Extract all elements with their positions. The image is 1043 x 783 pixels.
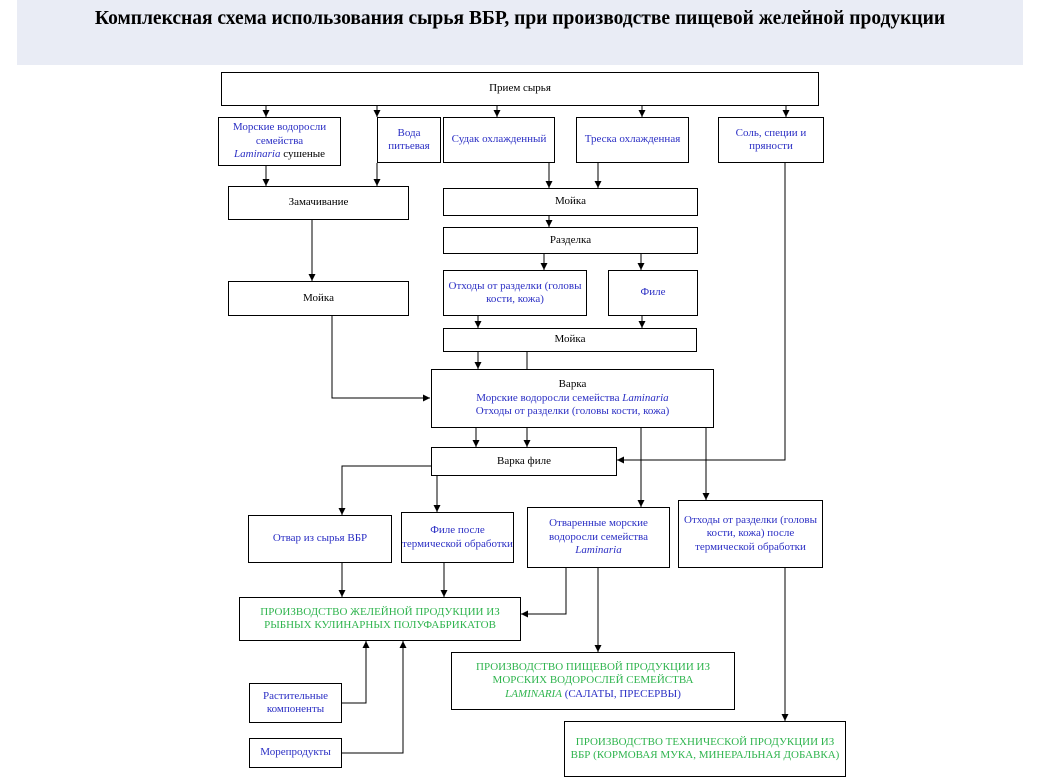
node-moyka-seaweed: Мойка	[228, 281, 409, 316]
node-othody-razdelki: Отходы от разделки (головы кости, кожа)	[443, 270, 587, 316]
node-moyka-fish: Мойка	[443, 188, 698, 216]
node-varka-file: Варка филе	[431, 447, 617, 476]
node-othody-after-heat: Отходы от разделки (головы кости, кожа) …	[678, 500, 823, 568]
arrow-salt-varkafile	[617, 163, 786, 464]
node-razdelka: Разделка	[443, 227, 698, 254]
node-priem-syrya: Прием сырья	[221, 72, 819, 106]
node-salt-spices: Соль, специи и пряности	[718, 117, 824, 163]
arrow-seafood-jelly	[342, 641, 407, 754]
node-plant-components: Растительные компоненты	[249, 683, 342, 723]
arrow-moyka-left-varka	[331, 316, 430, 402]
node-prod-technical: ПРОИЗВОДСТВО ТЕХНИЧЕСКОЙ ПРОДУКЦИИ ИЗ ВБ…	[564, 721, 846, 777]
node-seafood: Морепродукты	[249, 738, 342, 768]
arrow-varkafile-otvar	[338, 465, 431, 515]
node-treska: Треска охлажденная	[576, 117, 689, 163]
node-water: Вода питьевая	[377, 117, 441, 163]
node-moyka-othody: Мойка	[443, 328, 697, 352]
node-otvar: Отвар из сырья ВБР	[248, 515, 392, 563]
node-file-after-heat: Филе после термической обработки	[401, 512, 514, 563]
page-title: Комплексная схема использования сырья ВБ…	[17, 0, 1023, 65]
node-sudak: Судак охлажденный	[443, 117, 555, 163]
node-prod-jelly: ПРОИЗВОДСТВО ЖЕЛЕЙНОЙ ПРОДУКЦИИ ИЗ РЫБНЫ…	[239, 597, 521, 641]
arrow-plant-jelly	[342, 641, 370, 704]
node-zamachivanie: Замачивание	[228, 186, 409, 220]
node-prod-food-seaweed: ПРОИЗВОДСТВО ПИЩЕВОЙ ПРОДУКЦИИ ИЗ МОРСКИ…	[451, 652, 735, 710]
node-file: Филе	[608, 270, 698, 316]
arrow-otvar-seaweed-jelly	[521, 568, 567, 618]
